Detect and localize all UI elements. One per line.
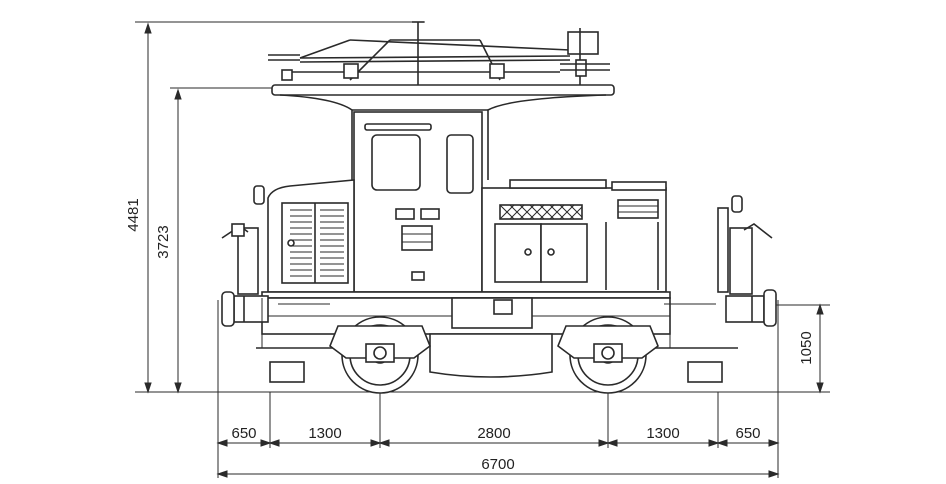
front-bogie [329, 316, 431, 394]
dim-overall-length: 6700 [481, 456, 514, 473]
rear-bogie [557, 316, 659, 394]
right-hood-grille [499, 204, 583, 220]
dim-axle-to-end-left: 1300 [308, 425, 341, 442]
dimension-lines [135, 21, 830, 478]
right-buffer-beam [717, 195, 777, 327]
dim-buffer-height: 1050 [798, 331, 815, 364]
dim-overhang-right: 650 [735, 425, 760, 442]
dim-pantograph-down-height: 3723 [155, 225, 172, 258]
left-hood [253, 179, 355, 293]
pantograph [268, 21, 610, 88]
dim-overall-height: 4481 [125, 198, 142, 231]
handrails [261, 298, 716, 348]
right-hood [481, 179, 667, 293]
left-buffer-beam [221, 223, 269, 327]
frame [256, 291, 738, 383]
cab [353, 111, 483, 293]
left-hood-louvres [290, 209, 344, 277]
dim-axle-to-end-right: 1300 [646, 425, 679, 442]
dim-overhang-left: 650 [231, 425, 256, 442]
roof [271, 84, 615, 180]
dim-wheelbase: 2800 [477, 425, 510, 442]
